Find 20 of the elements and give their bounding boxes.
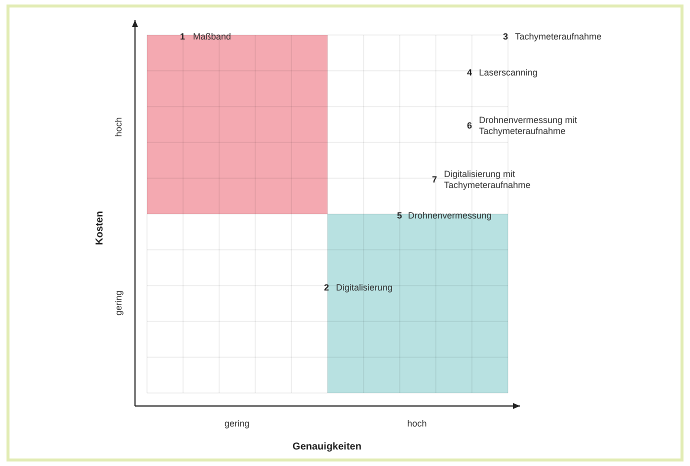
point-label: Drohnenvermessung mit Tachymeteraufnahme xyxy=(479,115,578,137)
point-number: 7 xyxy=(432,174,438,186)
point-label: Digitalisierung mit Tachymeteraufnahme xyxy=(444,169,532,191)
point-label: Digitalisierung xyxy=(336,282,393,294)
point-label: Tachymeteraufnahme xyxy=(515,32,602,42)
axis-tick-label: gering xyxy=(224,418,250,430)
point-label: Maßband xyxy=(193,32,232,42)
point-number: 6 xyxy=(467,120,472,132)
point-number: 4 xyxy=(467,68,472,78)
axis-title: Genauigkeiten xyxy=(292,442,362,452)
axis-tick-label: hoch xyxy=(407,418,427,430)
axis-tick-label: gering xyxy=(114,290,124,316)
axis-tick-label: hoch xyxy=(114,117,124,137)
point-number: 3 xyxy=(503,32,508,42)
point-label: Drohnenvermessung xyxy=(408,210,492,222)
point-label: Laserscanning xyxy=(479,68,538,78)
point-number: 5 xyxy=(397,210,402,222)
point-number: 2 xyxy=(324,282,330,294)
point-number: 1 xyxy=(180,32,186,42)
axis-title: Kosten xyxy=(94,211,106,245)
